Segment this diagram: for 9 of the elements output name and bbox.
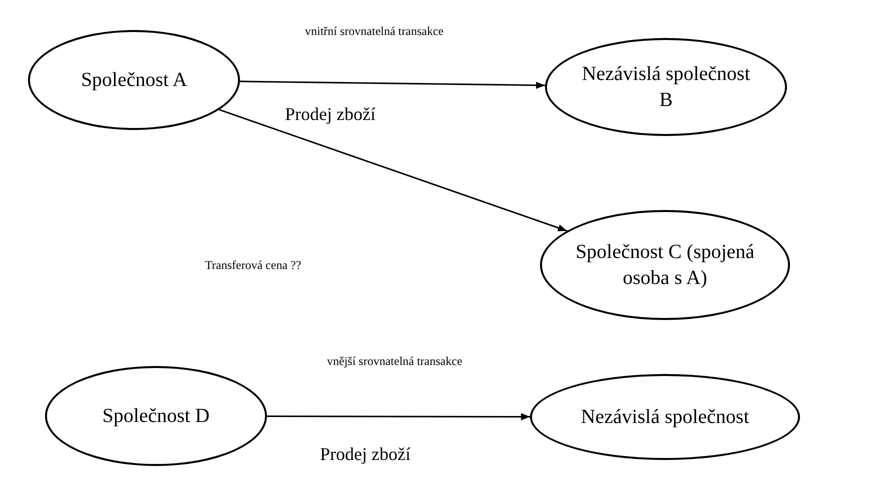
arrow bbox=[240, 80, 546, 89]
node-label: Společnost A bbox=[80, 68, 188, 93]
node-label: Společnost D bbox=[102, 404, 210, 429]
arrow bbox=[267, 413, 530, 420]
arrow bbox=[219, 109, 568, 232]
edge-label: vnější srovnatelná transakce bbox=[327, 354, 462, 369]
node-label: Nezávislá společnost bbox=[580, 405, 750, 430]
node-label: Společnost C (spojená osoba s A) bbox=[574, 240, 756, 291]
node-label: Nezávislá společnost B bbox=[581, 62, 751, 113]
